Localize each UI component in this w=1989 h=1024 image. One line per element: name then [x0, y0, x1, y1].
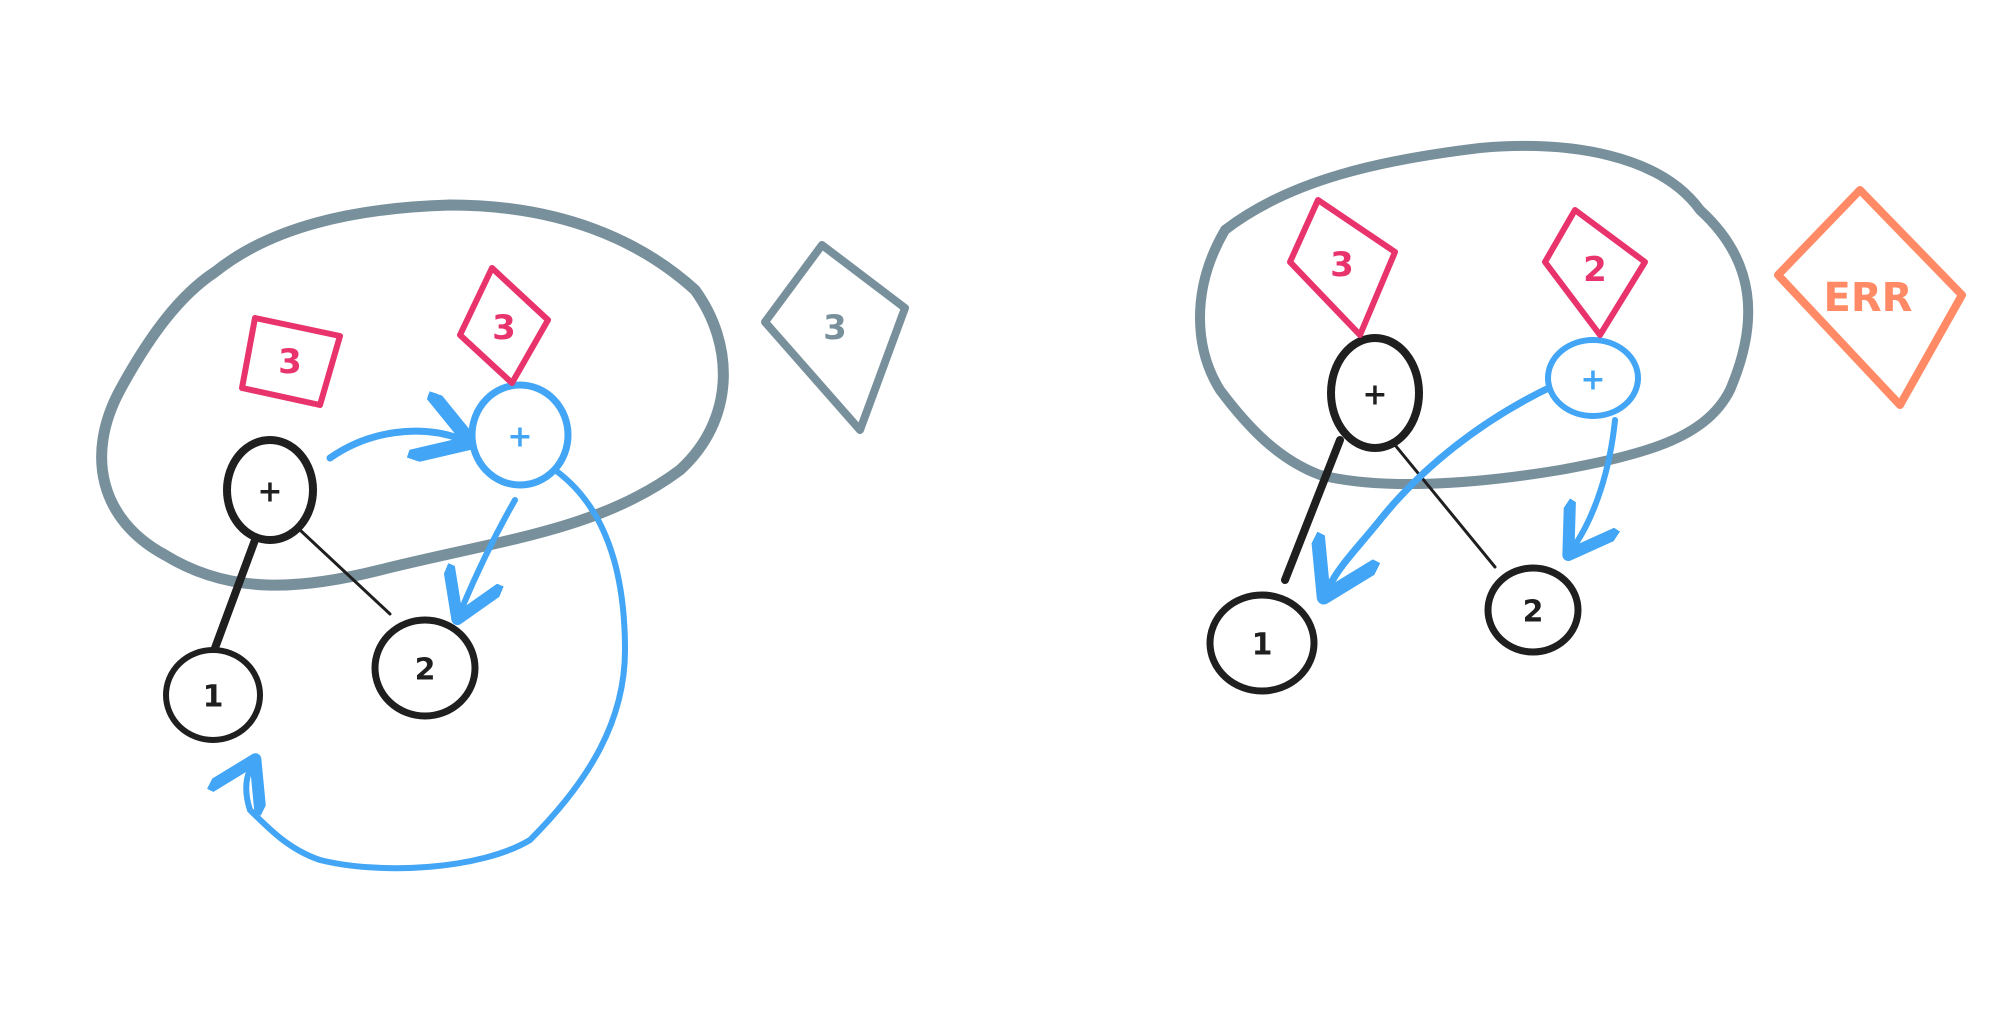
right-result-tag-label: ERR [1824, 275, 1913, 321]
right-leaf-two-label: 2 [1523, 595, 1544, 630]
right-leaf-one-node: 1 [1206, 591, 1318, 695]
right-edge-root-to-two [1393, 443, 1497, 569]
right-arrow-to-two [1575, 417, 1615, 545]
right-group-outline [1195, 141, 1754, 490]
left-arrow-to-two [462, 497, 518, 608]
right-black-root-label: + [1362, 378, 1387, 413]
right-black-root-node: + [1327, 334, 1423, 452]
right-result-tag: ERR [1774, 186, 1966, 409]
right-blue-root-tag: 2 [1542, 207, 1648, 338]
left-result-tag: 3 [761, 241, 909, 434]
left-leaf-two-label: 2 [415, 653, 436, 688]
right-diagram: + + 1 2 3 2 ERR [1195, 141, 1966, 695]
left-blue-root-tag: 3 [457, 265, 551, 386]
left-blue-root-node: + [468, 381, 572, 489]
left-group-outline [96, 199, 729, 591]
right-black-root-tag: 3 [1287, 197, 1398, 338]
left-black-root-tag: 3 [239, 315, 343, 408]
right-blue-root-node: + [1545, 337, 1641, 419]
right-blue-root-tag-label: 2 [1583, 250, 1607, 290]
left-blue-root-tag-label: 3 [492, 308, 516, 348]
right-leaf-one-label: 1 [1252, 628, 1273, 663]
left-edge-root-to-one [211, 536, 259, 652]
left-diagram: + + 1 2 3 3 3 [96, 199, 909, 872]
left-blue-root-label: + [507, 420, 532, 455]
left-black-root-node: + [223, 436, 317, 544]
left-arrow-root-link [326, 431, 458, 458]
right-leaf-two-node: 2 [1484, 564, 1582, 656]
right-blue-root-label: + [1580, 363, 1605, 398]
left-arrow-to-one [246, 467, 629, 872]
left-black-root-label: + [257, 475, 282, 510]
right-arrow-to-one [1330, 381, 1559, 585]
right-black-root-tag-label: 3 [1330, 245, 1354, 285]
left-edge-root-to-two [298, 528, 392, 616]
left-leaf-one-node: 1 [163, 647, 263, 743]
left-black-root-tag-label: 3 [278, 342, 302, 382]
left-leaf-two-node: 2 [371, 616, 479, 720]
right-edge-root-to-one [1281, 436, 1344, 584]
left-leaf-one-label: 1 [203, 680, 224, 715]
left-result-tag-label: 3 [823, 308, 847, 348]
